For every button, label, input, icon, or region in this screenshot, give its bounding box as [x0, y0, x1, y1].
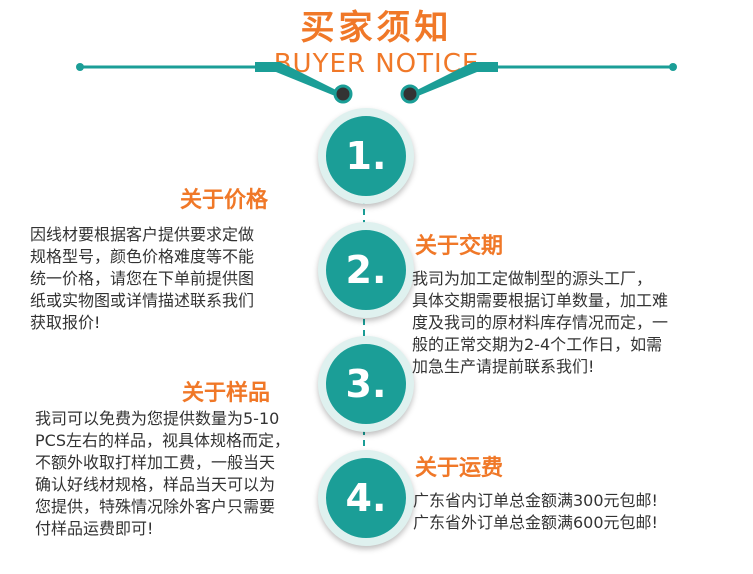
shipping-heading: 关于运费: [415, 456, 504, 481]
step-1-number: 1.: [345, 134, 387, 178]
price-line: 因线材要根据客户提供要求定做: [30, 225, 255, 244]
delivery-heading: 关于交期: [415, 234, 504, 259]
delivery-line: 具体交期需要根据订单数量，加工难: [412, 291, 669, 310]
sample-line: 不额外收取打样加工费，一般当天: [35, 453, 276, 472]
delivery-line: 加急生产请提前联系我们!: [412, 357, 595, 376]
shipping-body: 广东省内订单总金额满300元包邮! 广东省外订单总金额满600元包邮!: [413, 490, 743, 534]
price-body: 因线材要根据客户提供要求定做 规格型号，颜色价格难度等不能 统一价格，请您在下单…: [30, 224, 320, 334]
step-2-number: 2.: [345, 248, 387, 292]
sample-line: 您提供，特殊情况除外客户只需要: [35, 497, 276, 516]
price-line: 统一价格，请您在下单前提供图: [30, 269, 255, 288]
sample-line: 付样品运费即可!: [35, 519, 154, 538]
delivery-body: 我司为加工定做制型的源头工厂， 具体交期需要根据订单数量，加工难 度及我司的原材…: [412, 268, 742, 378]
price-line: 获取报价!: [30, 313, 101, 332]
sample-heading: 关于样品: [182, 381, 271, 406]
step-4-number: 4.: [345, 476, 387, 520]
step-4-circle: 4.: [318, 450, 414, 546]
delivery-line: 我司为加工定做制型的源头工厂，: [412, 269, 653, 288]
shipping-line: 广东省外订单总金额满600元包邮!: [413, 513, 658, 532]
sample-body: 我司可以免费为您提供数量为5-10 PCS左右的样品，视具体规格而定， 不额外收…: [35, 408, 325, 540]
left-endpoint-dot: [76, 63, 84, 71]
page-subtitle: BUYER NOTICE: [273, 49, 480, 79]
step-3-circle: 3.: [318, 336, 414, 432]
right-node-dot: [400, 84, 420, 104]
left-node-dot: [333, 84, 353, 104]
page-title: 买家须知: [300, 8, 453, 48]
price-line: 规格型号，颜色价格难度等不能: [30, 247, 255, 266]
right-endpoint-dot: [669, 63, 677, 71]
shipping-line: 广东省内订单总金额满300元包邮!: [413, 491, 658, 510]
sample-line: 我司可以免费为您提供数量为5-10: [35, 409, 280, 428]
delivery-line: 度及我司的原材料库存情况而定，一: [412, 313, 669, 332]
step-3-number: 3.: [345, 362, 387, 406]
delivery-line: 般的正常交期为2-4个工作日，如需: [412, 335, 663, 354]
price-line: 纸或实物图或详情描述联系我们: [30, 291, 255, 310]
step-1-circle: 1.: [318, 108, 414, 204]
sample-line: 确认好线材规格，样品当天可以为: [35, 475, 276, 494]
step-2-circle: 2.: [318, 222, 414, 318]
sample-line: PCS左右的样品，视具体规格而定，: [35, 431, 290, 450]
price-heading: 关于价格: [180, 188, 269, 213]
